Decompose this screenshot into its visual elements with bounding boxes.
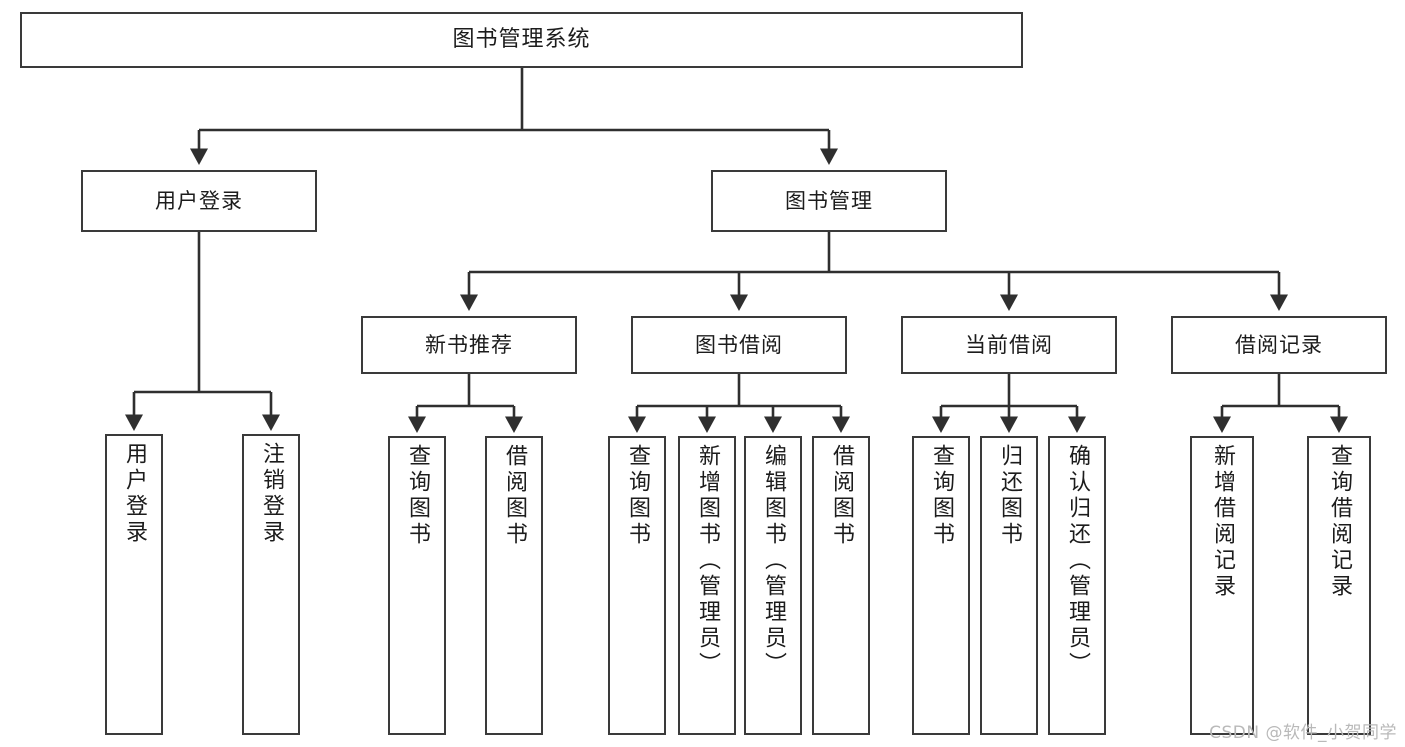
leaf-borrow-book[interactable]: 借阅图书 [812,436,870,735]
node-label: 借阅记录 [1235,332,1323,357]
node-label: 新书推荐 [425,332,513,357]
node-label: 借阅图书 [502,444,527,548]
leaf-borrow-book-recommend[interactable]: 借阅图书 [485,436,543,735]
node-label: 查询图书 [405,444,430,548]
node-label: 用户登录 [155,188,243,213]
leaf-add-book[interactable]: 新增图书（管理员） [678,436,736,735]
node-borrow-record[interactable]: 借阅记录 [1171,316,1387,374]
node-label: 注销登录 [259,442,284,546]
node-label: 编辑图书（管理员） [761,444,786,678]
node-current-borrow[interactable]: 当前借阅 [901,316,1117,374]
node-label: 归还图书 [997,444,1022,548]
leaf-add-borrow-record[interactable]: 新增借阅记录 [1190,436,1254,735]
node-book-management[interactable]: 图书管理 [711,170,947,232]
node-label: 新增图书（管理员） [695,444,720,678]
node-label: 新增借阅记录 [1210,444,1235,600]
node-label: 查询借阅记录 [1327,444,1352,600]
node-label: 当前借阅 [965,332,1053,357]
leaf-logout[interactable]: 注销登录 [242,434,300,735]
leaf-query-borrow-record[interactable]: 查询借阅记录 [1307,436,1371,735]
node-label: 查询图书 [625,444,650,548]
leaf-confirm-return[interactable]: 确认归还（管理员） [1048,436,1106,735]
node-label: 图书管理系统 [452,27,591,53]
node-label: 图书管理 [785,188,873,213]
node-root-book-management-system[interactable]: 图书管理系统 [20,12,1023,68]
leaf-query-book-recommend[interactable]: 查询图书 [388,436,446,735]
csdn-watermark: CSDN @软件_小贺同学 [1209,723,1397,743]
node-user-login[interactable]: 用户登录 [81,170,317,232]
node-label: 查询图书 [929,444,954,548]
leaf-query-book-borrow[interactable]: 查询图书 [608,436,666,735]
leaf-user-login[interactable]: 用户登录 [105,434,163,735]
node-label: 确认归还（管理员） [1065,444,1090,678]
node-label: 用户登录 [122,442,147,546]
leaf-return-book[interactable]: 归还图书 [980,436,1038,735]
leaf-edit-book[interactable]: 编辑图书（管理员） [744,436,802,735]
node-label: 借阅图书 [829,444,854,548]
node-new-book-recommend[interactable]: 新书推荐 [361,316,577,374]
node-book-borrow[interactable]: 图书借阅 [631,316,847,374]
node-label: 图书借阅 [695,332,783,357]
leaf-query-book-current[interactable]: 查询图书 [912,436,970,735]
